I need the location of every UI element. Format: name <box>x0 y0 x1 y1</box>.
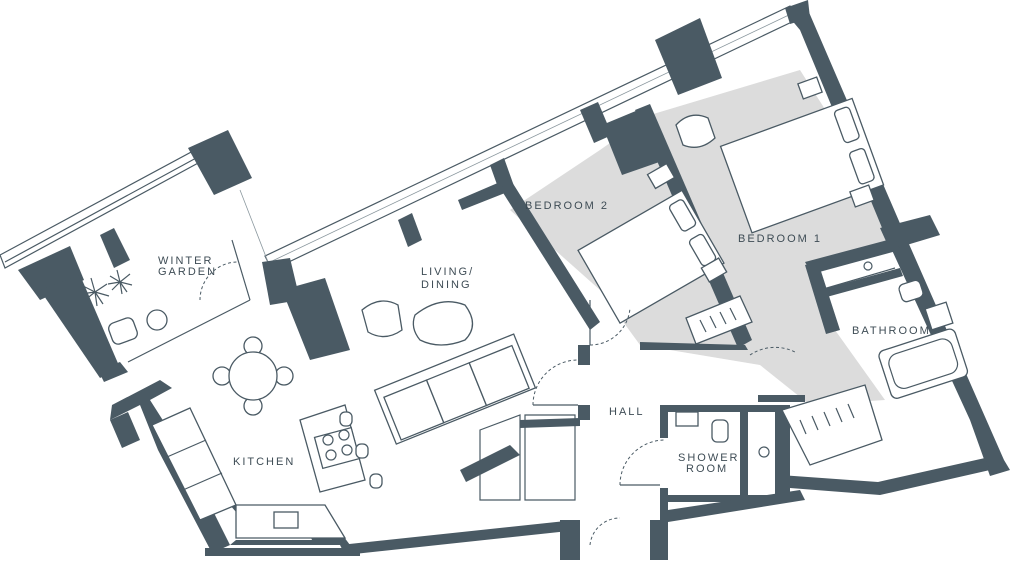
toilet-icon <box>898 279 924 303</box>
walls <box>18 0 1010 560</box>
label-living-2: DINING <box>421 279 472 291</box>
bed-icon <box>719 97 885 234</box>
plant-icon <box>107 269 133 295</box>
armchair-icon <box>108 317 138 345</box>
label-kitchen: KITCHEN <box>233 456 295 468</box>
label-bedroom-2: BEDROOM 2 <box>525 200 609 212</box>
bedroom-2-furniture <box>577 162 753 346</box>
room-labels: WINTER GARDEN LIVING/ DINING BEDROOM 2 B… <box>158 200 931 475</box>
bed-icon <box>577 189 725 324</box>
living-furniture <box>212 300 579 445</box>
cupboard-icon <box>524 414 576 501</box>
bedside-table-icon <box>646 162 676 190</box>
label-living-1: LIVING/ <box>421 266 474 278</box>
basin-icon <box>924 301 954 331</box>
side-table-icon <box>146 309 168 331</box>
shower-head-icon <box>863 261 873 271</box>
bedside-table-icon <box>700 257 728 283</box>
bedroom-1-furniture <box>675 76 885 466</box>
label-shower-room-2: ROOM <box>686 463 728 475</box>
toilet-icon <box>711 419 729 443</box>
bathtub-icon <box>878 328 969 399</box>
armchair-icon <box>675 114 716 148</box>
coffee-table-icon <box>412 301 474 346</box>
bathroom-fixtures <box>819 261 969 399</box>
label-winter-garden-2: GARDEN <box>158 266 217 278</box>
cupboard-icon <box>479 414 521 501</box>
armchair-icon <box>361 300 403 338</box>
basin-icon <box>675 411 699 427</box>
label-bathroom: BATHROOM <box>852 325 931 337</box>
shower-room-fixtures <box>479 411 770 546</box>
hob-icon <box>313 426 361 470</box>
plant-icon <box>80 277 110 307</box>
label-hall: HALL <box>609 406 645 418</box>
winter-garden-furniture <box>80 239 251 363</box>
stool-icon <box>355 443 369 459</box>
stool-icon <box>369 473 383 489</box>
kitchen-furniture <box>151 404 383 539</box>
shower-head-icon <box>758 446 770 458</box>
bedside-table-icon <box>797 76 823 100</box>
wardrobe-icon <box>685 295 753 345</box>
label-winter-garden-1: WINTER <box>158 255 213 267</box>
stool-icon <box>339 411 353 427</box>
sofa-icon <box>373 333 537 445</box>
bedside-table-icon <box>849 184 875 208</box>
wardrobe-icon <box>781 384 883 466</box>
sink-icon <box>273 511 299 529</box>
label-bedroom-1: BEDROOM 1 <box>738 233 822 245</box>
dining-table-icon <box>212 336 294 416</box>
label-shower-room-1: SHOWER <box>678 452 740 464</box>
